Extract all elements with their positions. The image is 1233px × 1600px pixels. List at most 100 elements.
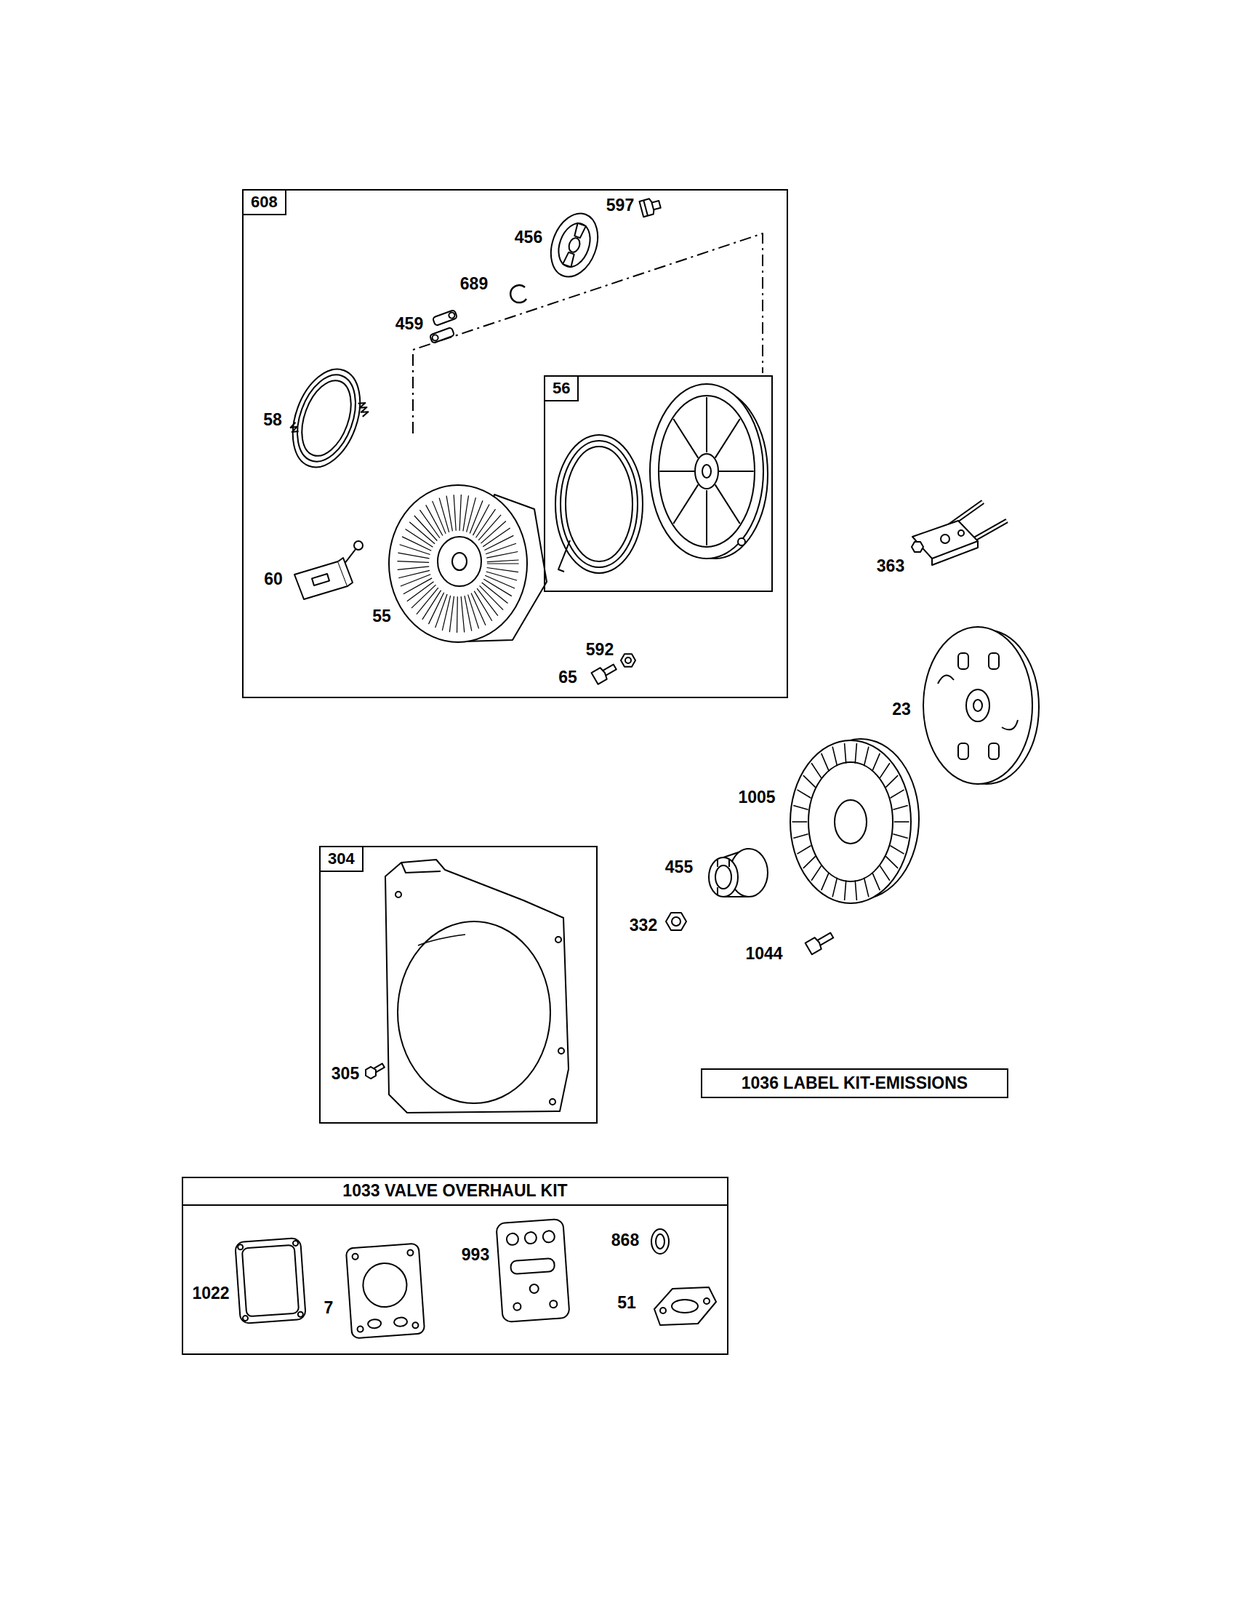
flywheel	[988, 652, 999, 669]
callout-anchor: 363	[876, 556, 905, 577]
cooling-fan	[790, 738, 919, 903]
kit-number: 56	[545, 376, 579, 402]
flywheel	[923, 626, 1033, 784]
callout-number: 7	[324, 1297, 334, 1317]
fan-fins	[872, 872, 880, 890]
fan-fins	[793, 833, 808, 839]
fan-fins	[890, 845, 905, 854]
bolt	[805, 936, 823, 954]
nut	[665, 912, 687, 930]
kit-box: 56	[543, 375, 773, 592]
housing-fins	[397, 552, 429, 559]
screw	[363, 1060, 387, 1080]
starter-cup	[728, 858, 730, 867]
callout-anchor: 993	[461, 1244, 490, 1265]
screw	[363, 1065, 379, 1080]
cooling-fan	[808, 761, 893, 882]
callout-number: 65	[558, 667, 578, 687]
gasket	[234, 1237, 307, 1324]
gasket	[654, 1286, 717, 1325]
retainer	[542, 206, 606, 283]
gasket	[412, 1321, 419, 1329]
retaining-ring	[510, 284, 527, 303]
kit-title: 1036 LABEL KIT-EMISSIONS	[735, 1071, 974, 1095]
bolt	[591, 666, 609, 685]
kit-number: 304	[320, 846, 364, 872]
pulley	[702, 464, 712, 478]
gasket	[505, 1232, 519, 1245]
gasket	[394, 1316, 408, 1327]
starter-housing	[388, 484, 547, 642]
housing-fins	[449, 596, 454, 632]
flywheel	[973, 699, 983, 712]
fan-fins	[811, 762, 822, 778]
fan-fins	[872, 753, 880, 771]
housing-fins	[484, 535, 514, 550]
pulley-spokes	[659, 396, 754, 546]
kit-box: 1033 VALVE OVERHAUL KIT	[181, 1176, 729, 1355]
gasket	[242, 1315, 248, 1321]
callout-anchor: 456	[514, 227, 543, 248]
gasket	[495, 1218, 570, 1322]
housing-fins	[435, 593, 448, 628]
starter-cup	[708, 857, 738, 897]
pulley	[695, 453, 719, 489]
nut	[625, 657, 632, 664]
housing-fins	[442, 595, 451, 631]
starter-cup	[716, 886, 719, 895]
blower-housing	[558, 1047, 565, 1054]
kit-number: 608	[243, 190, 287, 216]
gasket	[346, 1243, 425, 1339]
housing-fins	[484, 575, 515, 589]
housing-fins	[485, 543, 517, 554]
housing-fins	[411, 584, 436, 608]
recoil-spring	[555, 434, 643, 573]
kit-box: 304	[319, 845, 598, 1124]
housing-fins	[419, 509, 440, 538]
blower-housing	[549, 1098, 556, 1105]
nut	[620, 653, 636, 666]
blower-housing	[555, 936, 562, 943]
fan-fins	[854, 879, 857, 901]
gasket	[292, 1240, 299, 1246]
pawl	[447, 311, 456, 319]
parts-group	[234, 196, 1039, 1338]
fan-fins	[803, 855, 816, 868]
pulley-spokes	[719, 470, 754, 472]
fan-fins	[811, 865, 822, 881]
housing-fins	[466, 497, 477, 533]
starter-housing	[437, 536, 482, 586]
callout-number: 23	[892, 699, 911, 719]
callout-number: 1005	[737, 787, 775, 807]
fan-fins	[803, 774, 816, 787]
pulley-spokes	[673, 484, 698, 524]
bracket	[911, 541, 924, 552]
rewind-spring	[280, 359, 379, 479]
fan-fins	[890, 789, 905, 798]
housing-fins	[487, 562, 520, 564]
pawl	[431, 333, 439, 341]
callout-anchor: 51	[617, 1292, 637, 1313]
pulley-spokes	[659, 470, 695, 472]
housing-fins	[471, 592, 486, 625]
fan-fins	[821, 872, 829, 890]
starter-housing	[452, 552, 467, 570]
gasket	[298, 1310, 304, 1316]
rewind-spring	[286, 366, 367, 469]
housing-fins	[460, 596, 465, 632]
gasket	[549, 1299, 558, 1308]
housing-fins	[399, 544, 431, 555]
pawl	[429, 327, 455, 344]
fan-fins	[894, 820, 910, 823]
kit-label-box: 1036 LABEL KIT-EMISSIONS	[700, 1067, 1009, 1098]
pulley	[649, 383, 768, 559]
callout-number: 597	[606, 195, 634, 215]
flywheel	[1001, 719, 1018, 730]
gasket	[513, 1302, 522, 1311]
gasket	[242, 1244, 299, 1317]
fan-fins	[879, 865, 890, 881]
callout-anchor: 305	[331, 1063, 360, 1084]
bracket	[912, 520, 978, 559]
gasket	[356, 1325, 364, 1332]
